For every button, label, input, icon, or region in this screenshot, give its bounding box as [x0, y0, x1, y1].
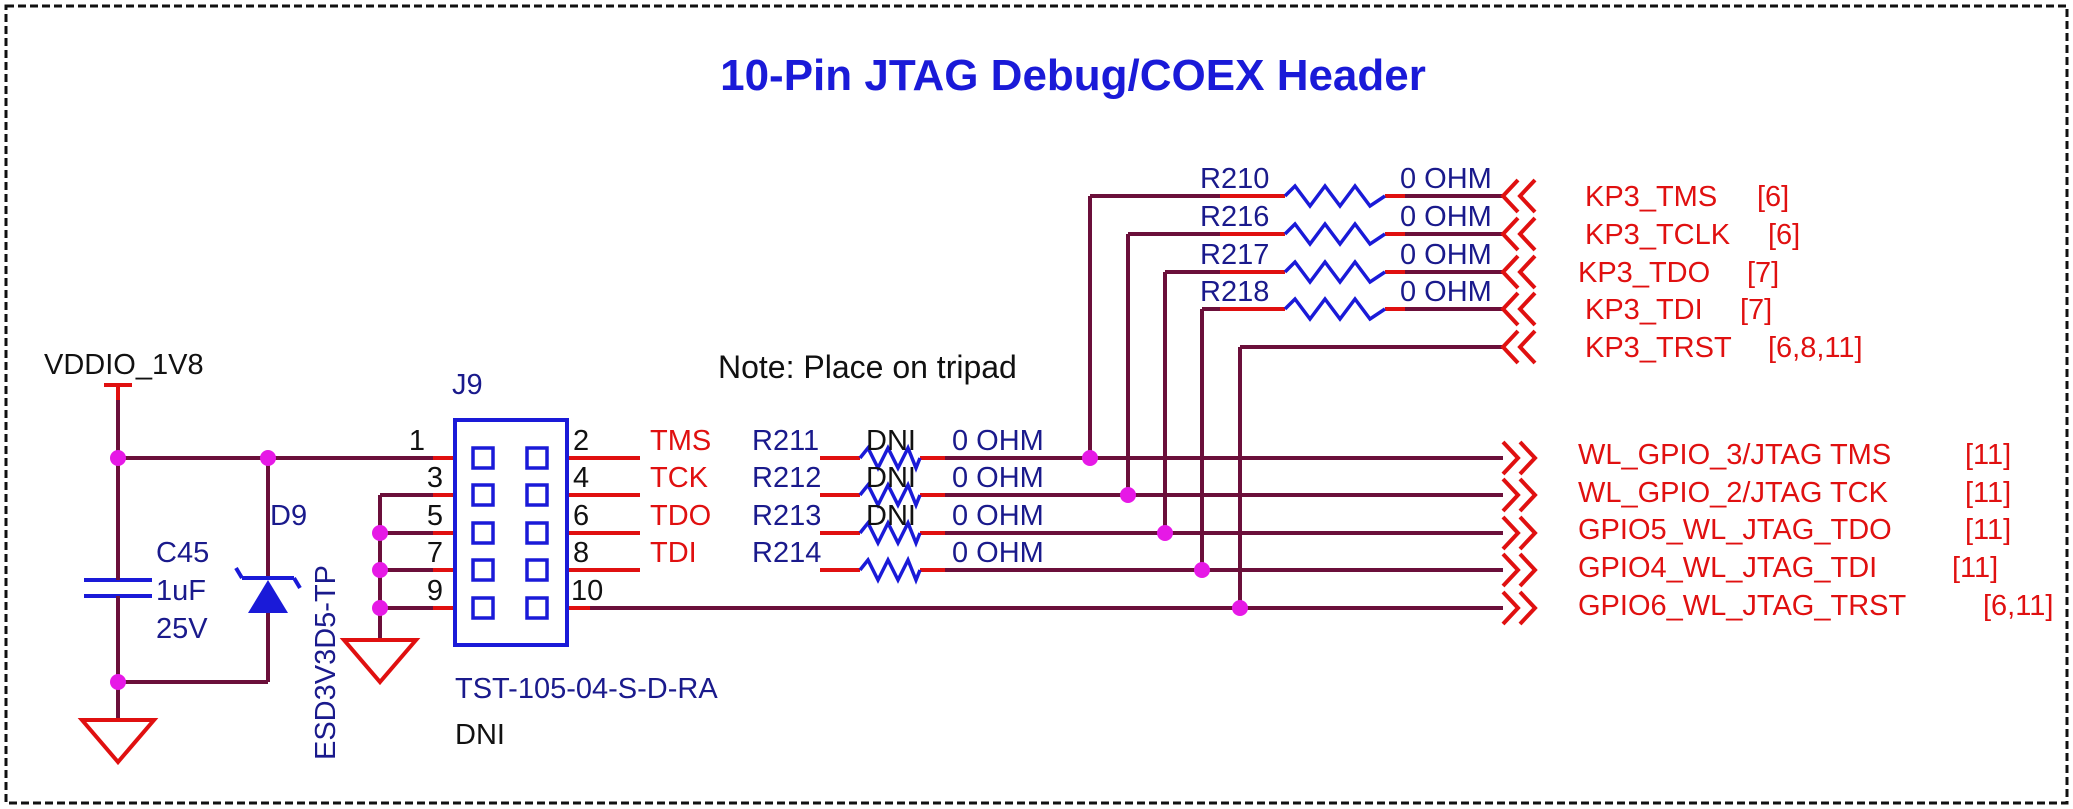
- svg-text:3: 3: [427, 462, 443, 494]
- capacitor-voltage: 25V: [156, 613, 208, 645]
- capacitor-value: 1uF: [156, 575, 206, 607]
- resistor-ref-r212: R212: [752, 462, 821, 494]
- resistor-option-r212: DNI: [866, 462, 916, 494]
- svg-text:5: 5: [427, 500, 443, 532]
- resistor-r212: [858, 480, 922, 510]
- port-kp3-tdo-ref: [7]: [1747, 257, 1779, 289]
- resistor-value-r217: 0 OHM: [1400, 239, 1492, 271]
- svg-text:9: 9: [427, 575, 443, 607]
- header-option: DNI: [455, 719, 505, 751]
- port-kp3-tdi-ref: [7]: [1740, 294, 1772, 326]
- port-kp3-trst-ref: [6,8,11]: [1768, 332, 1863, 364]
- capacitor-ref: C45: [156, 537, 209, 569]
- svg-text:10: 10: [571, 575, 603, 607]
- resistor-ref-r216: R216: [1200, 201, 1269, 233]
- resistor-r210: [1283, 183, 1386, 209]
- resistor-value-r214: 0 OHM: [952, 537, 1044, 569]
- junctions: [110, 450, 1248, 690]
- port-wl-tms-ref: [11]: [1965, 439, 2011, 471]
- port-wl-tdo-ref: [11]: [1965, 514, 2011, 546]
- diode-ref: D9: [270, 500, 307, 532]
- signal-tms: TMS: [650, 425, 711, 457]
- port-wl-trst: GPIO6_WL_JTAG_TRST: [1578, 590, 1906, 622]
- header-j9-body: [453, 418, 569, 647]
- capacitor-c45: [84, 578, 152, 598]
- svg-text:4: 4: [573, 462, 589, 494]
- pin-numbers: 1 2 3 4 5 6 7 8 9 10: [409, 425, 603, 607]
- resistor-value-r211: 0 OHM: [952, 425, 1044, 457]
- resistor-ref-r211: R211: [752, 425, 819, 457]
- svg-text:1: 1: [409, 425, 425, 457]
- resistor-value-r213: 0 OHM: [952, 500, 1044, 532]
- resistor-r218: [1283, 296, 1386, 322]
- header-part: TST-105-04-S-D-RA: [455, 673, 718, 705]
- port-kp3-tdi: KP3_TDI: [1585, 294, 1703, 326]
- diode-d9: [234, 566, 302, 613]
- port-kp3-tdo: KP3_TDO: [1578, 257, 1710, 289]
- port-wl-tdo: GPIO5_WL_JTAG_TDO: [1578, 514, 1892, 546]
- wires: [116, 194, 1503, 720]
- port-wl-tdi-ref: [11]: [1952, 552, 1998, 584]
- kp3-resistor-labels: R210 0 OHM R216 0 OHM R217 0 OHM R218 0 …: [1200, 163, 1492, 308]
- resistor-r213: [858, 518, 922, 548]
- resistor-r214: [858, 555, 922, 585]
- resistor-value-r212: 0 OHM: [952, 462, 1044, 494]
- resistor-value-r216: 0 OHM: [1400, 201, 1492, 233]
- port-wl-trst-ref: [6,11]: [1983, 590, 2053, 622]
- kp3-port-labels: KP3_TMS [6] KP3_TCLK [6] KP3_TDO [7] KP3…: [1578, 181, 1863, 364]
- wl-port-labels: WL_GPIO_3/JTAG TMS [11] WL_GPIO_2/JTAG T…: [1578, 439, 2053, 622]
- resistor-r216: [1283, 221, 1386, 247]
- port-wl-tck-ref: [11]: [1965, 477, 2011, 509]
- port-kp3-tclk-ref: [6]: [1768, 219, 1800, 251]
- header-ref: J9: [452, 369, 483, 401]
- signal-tdi: TDI: [650, 537, 697, 569]
- placement-note: Note: Place on tripad: [718, 349, 1017, 385]
- signal-tck: TCK: [650, 462, 709, 494]
- resistor-r217: [1283, 259, 1386, 285]
- svg-text:2: 2: [573, 425, 589, 457]
- resistor-bodies: [858, 183, 1386, 585]
- resistor-option-r213: DNI: [866, 500, 916, 532]
- resistor-value-r218: 0 OHM: [1400, 276, 1492, 308]
- signal-tdo: TDO: [650, 500, 711, 532]
- port-kp3-tms-ref: [6]: [1757, 181, 1789, 213]
- svg-text:6: 6: [573, 500, 589, 532]
- port-kp3-tms: KP3_TMS: [1585, 181, 1717, 213]
- pin-stubs: [104, 194, 1405, 610]
- power-net-label: VDDIO_1V8: [44, 349, 204, 381]
- port-kp3-tclk: KP3_TCLK: [1585, 219, 1731, 251]
- resistor-value-r210: 0 OHM: [1400, 163, 1492, 195]
- port-wl-tms: WL_GPIO_3/JTAG TMS: [1578, 439, 1891, 471]
- port-arrows: [1500, 178, 1538, 626]
- resistor-ref-r217: R217: [1200, 239, 1269, 271]
- schematic-title: 10-Pin JTAG Debug/COEX Header: [720, 51, 1426, 100]
- schematic-border: [4, 4, 2069, 805]
- port-wl-tdi: GPIO4_WL_JTAG_TDI: [1578, 552, 1877, 584]
- resistor-ref-r214: R214: [752, 537, 821, 569]
- signal-labels: TMS TCK TDO TDI: [650, 425, 711, 569]
- header-j9-pads: [471, 446, 549, 620]
- resistor-option-r211: DNI: [866, 425, 916, 457]
- diode-part: ESD3V3D5-TP: [310, 565, 342, 760]
- ground-symbol-left: [77, 718, 159, 766]
- port-kp3-trst: KP3_TRST: [1585, 332, 1732, 364]
- ground-symbol-header: [339, 638, 421, 686]
- resistor-ref-r210: R210: [1200, 163, 1269, 195]
- series-resistor-labels: R211 DNI 0 OHM R212 DNI 0 OHM R213 DNI 0…: [752, 425, 1044, 569]
- svg-text:8: 8: [573, 537, 589, 569]
- svg-text:7: 7: [427, 537, 443, 569]
- resistor-ref-r218: R218: [1200, 276, 1269, 308]
- port-wl-tck: WL_GPIO_2/JTAG TCK: [1578, 477, 1889, 509]
- resistor-r211: [858, 443, 922, 473]
- resistor-ref-r213: R213: [752, 500, 821, 532]
